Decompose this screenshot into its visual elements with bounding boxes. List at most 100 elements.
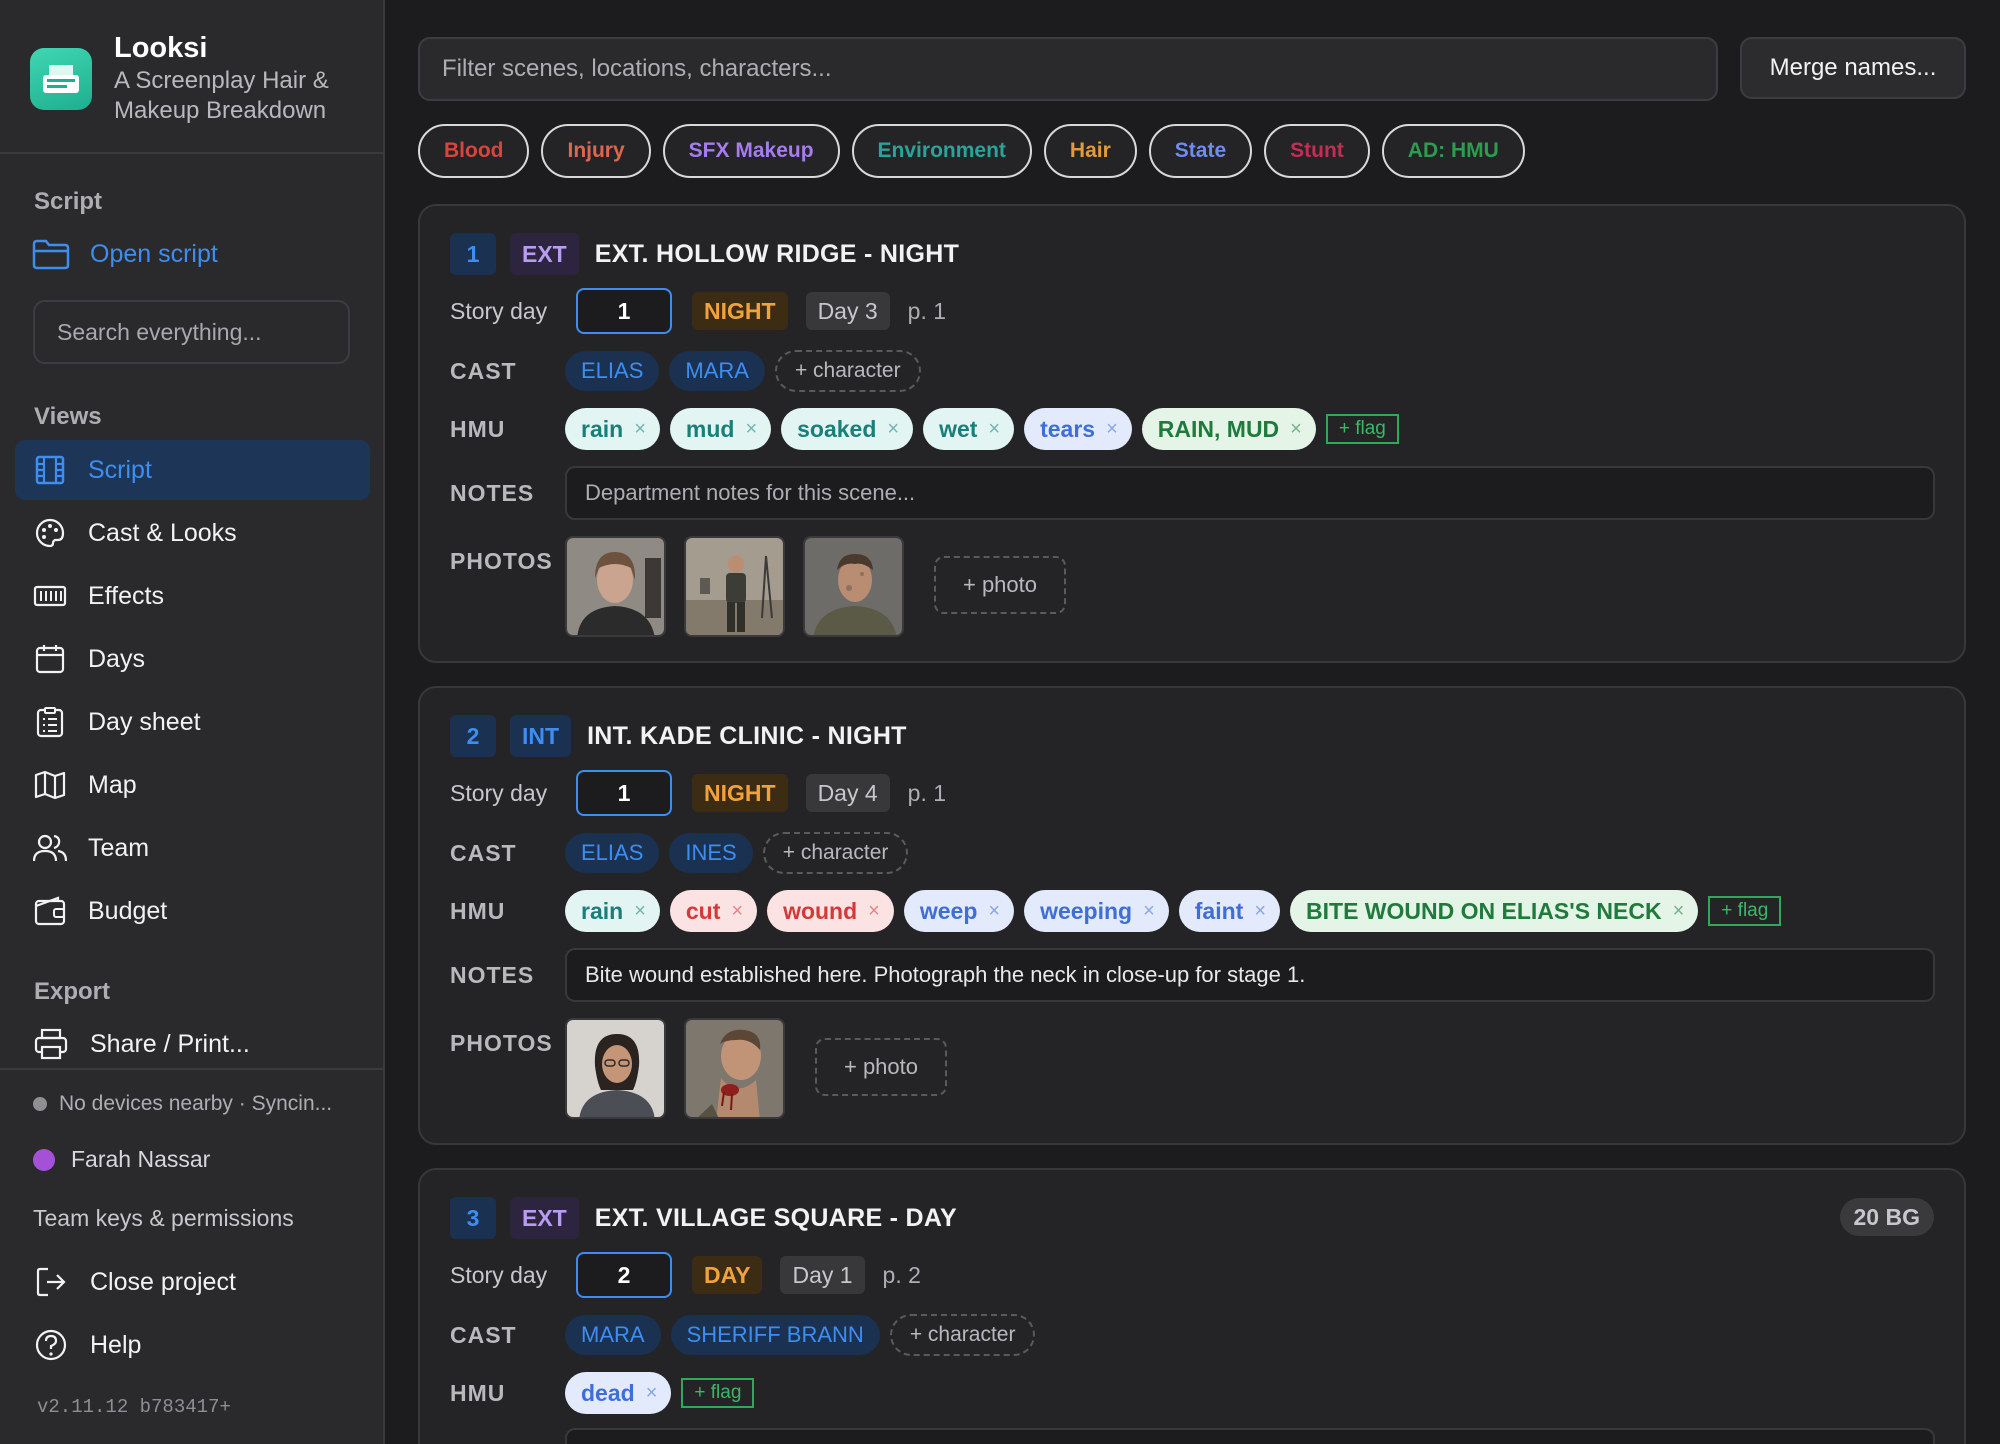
merge-names-button[interactable]: Merge names... [1740, 37, 1966, 99]
remove-tag-icon[interactable]: × [634, 417, 646, 440]
add-flag-button[interactable]: + flag [681, 1378, 755, 1408]
hmu-tag-weeping[interactable]: weeping× [1024, 890, 1169, 932]
cast-tag-elias[interactable]: ELIAS [565, 351, 660, 391]
hmu-tag-cut[interactable]: cut × [669, 890, 758, 932]
share-print-button[interactable]: Share / Print... [33, 1026, 250, 1062]
remove-tag-icon[interactable]: × [645, 1381, 658, 1404]
nav-item-budget[interactable]: Budget [15, 881, 370, 941]
filter-chip-environment[interactable]: Environment [851, 124, 1032, 178]
scene-notes-input[interactable] [565, 1428, 1935, 1444]
nav-item-days[interactable]: Days [15, 629, 370, 689]
section-title-views: Views [34, 403, 102, 430]
hmu-tag-wound[interactable]: wound× [767, 890, 894, 932]
remove-tag-icon[interactable]: × [1106, 417, 1118, 440]
story-day-input[interactable] [576, 288, 672, 334]
remove-tag-icon[interactable]: × [887, 417, 900, 440]
effects-icon [33, 579, 67, 613]
calendar-icon [33, 642, 67, 676]
hmu-tag-rain[interactable]: rain × [565, 890, 660, 932]
filter-chip-sfx-makeup[interactable]: SFX Makeup [662, 124, 840, 178]
nav-item-day-sheet[interactable]: Day sheet [15, 692, 370, 752]
remove-tag-icon[interactable]: × [731, 899, 744, 922]
cast-tag-mara[interactable]: MARA [669, 351, 765, 391]
add-character-button[interactable]: + character [889, 1314, 1036, 1356]
hmu-tag-wet[interactable]: wet× [923, 408, 1015, 450]
remove-tag-icon[interactable]: × [1254, 899, 1267, 922]
hmu-tag-bite-wound-on-elias-s-neck[interactable]: BITE WOUND ON ELIAS'S NECK× [1290, 890, 1699, 932]
shoot-day-badge[interactable]: Day 3 [805, 292, 890, 330]
remove-tag-icon[interactable]: × [1143, 899, 1155, 922]
nav-item-map[interactable]: Map [15, 755, 370, 815]
scene-heading: EXT. VILLAGE SQUARE - DAY [594, 1203, 957, 1232]
hmu-tag-faint[interactable]: faint× [1178, 890, 1281, 932]
sidebar-search-input[interactable] [33, 300, 350, 364]
portrait-man-dirty-photo[interactable] [803, 536, 904, 637]
scene-number[interactable]: 1 [450, 233, 496, 275]
notes-label: NOTES [450, 479, 535, 506]
add-character-button[interactable]: + character [762, 832, 909, 874]
nav-item-label: Effects [88, 581, 164, 610]
portrait-doctor-photo[interactable] [565, 1018, 666, 1119]
scene-filter-input[interactable] [418, 37, 1718, 101]
hmu-tag-rain-mud[interactable]: RAIN, MUD× [1141, 408, 1316, 450]
add-character-button[interactable]: + character [774, 350, 921, 392]
cast-tag-sheriff-brann[interactable]: SHERIFF BRANN [670, 1315, 880, 1355]
add-photo-button[interactable]: + photo [934, 556, 1066, 614]
remove-tag-icon[interactable]: × [1290, 417, 1302, 440]
scene-number[interactable]: 3 [450, 1197, 496, 1239]
hmu-row: HMU rain×mud×soaked×wet×tears×RAIN, MUD×… [450, 408, 1399, 450]
scene-notes-input[interactable] [565, 948, 1935, 1002]
cast-tag-elias[interactable]: ELIAS [565, 833, 660, 873]
page-reference: p. 2 [882, 1261, 921, 1288]
filter-chip-state[interactable]: State [1148, 124, 1253, 178]
hmu-tag-soaked[interactable]: soaked× [781, 408, 914, 450]
help-button[interactable]: Help [33, 1327, 141, 1363]
filter-chip-stunt[interactable]: Stunt [1264, 124, 1370, 178]
shoot-day-badge[interactable]: Day 4 [805, 774, 890, 812]
story-day-input[interactable] [576, 1252, 672, 1298]
neck-wound-photo[interactable] [684, 1018, 785, 1119]
open-script-button[interactable]: Open script [32, 238, 218, 270]
hmu-tag-rain[interactable]: rain× [565, 408, 660, 450]
remove-tag-icon[interactable]: × [988, 417, 1001, 440]
cast-tag-ines[interactable]: INES [669, 833, 753, 873]
remove-tag-icon[interactable]: × [988, 899, 1001, 922]
nav-item-cast-looks[interactable]: Cast & Looks [15, 503, 370, 563]
filter-chip-injury[interactable]: Injury [541, 124, 651, 178]
remove-tag-icon[interactable]: × [868, 899, 880, 922]
nav-item-label: Days [88, 644, 145, 673]
hmu-tag-weep[interactable]: weep× [903, 890, 1015, 932]
shoot-day-badge[interactable]: Day 1 [780, 1256, 865, 1294]
current-user[interactable]: Farah Nassar [33, 1146, 210, 1173]
filter-chip-ad-hmu[interactable]: AD: HMU [1381, 124, 1525, 178]
hmu-tag-dead[interactable]: dead × [565, 1372, 672, 1414]
remove-tag-icon[interactable]: × [745, 417, 758, 440]
scene-notes-input[interactable] [565, 466, 1935, 520]
add-flag-button[interactable]: + flag [1708, 896, 1782, 926]
palette-icon [33, 516, 67, 550]
hmu-tag-label: cut [685, 897, 721, 924]
team-keys-link[interactable]: Team keys & permissions [33, 1205, 294, 1231]
story-day-input[interactable] [576, 770, 672, 816]
cast-tag-mara[interactable]: MARA [565, 1315, 661, 1355]
hmu-tag-mud[interactable]: mud× [669, 408, 772, 450]
filter-chip-blood[interactable]: Blood [418, 124, 530, 178]
hmu-tag-label: rain [581, 897, 624, 924]
add-flag-button[interactable]: + flag [1325, 414, 1399, 444]
nav-item-team[interactable]: Team [15, 818, 370, 878]
hmu-tag-label: dead [581, 1379, 635, 1406]
nav-item-label: Script [88, 455, 152, 484]
scene-int-ext: INT [510, 715, 572, 757]
remove-tag-icon[interactable]: × [634, 899, 646, 922]
filter-chip-hair[interactable]: Hair [1043, 124, 1137, 178]
add-photo-button[interactable]: + photo [815, 1038, 947, 1096]
hmu-row: HMU rain×cut×wound×weep×weeping×faint×BI… [450, 890, 1782, 932]
nav-item-effects[interactable]: Effects [15, 566, 370, 626]
set-crew-photo[interactable] [684, 536, 785, 637]
nav-item-script[interactable]: Script [15, 440, 370, 500]
close-project-button[interactable]: Close project [33, 1264, 236, 1300]
remove-tag-icon[interactable]: × [1672, 899, 1685, 922]
portrait-woman-photo[interactable] [565, 536, 666, 637]
scene-number[interactable]: 2 [450, 715, 496, 757]
hmu-tag-tears[interactable]: tears× [1024, 408, 1132, 450]
